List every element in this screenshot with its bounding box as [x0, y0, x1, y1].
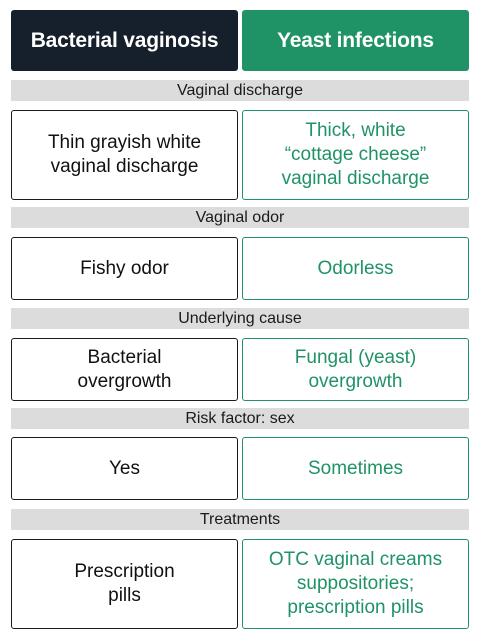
header-bacterial-vaginosis: Bacterial vaginosis: [11, 10, 238, 71]
yeast-cell-treatments: OTC vaginal creams suppositories; prescr…: [242, 539, 469, 629]
header-yeast-infections: Yeast infections: [242, 10, 469, 71]
cell-text: Odorless: [317, 257, 394, 279]
category-label: Treatments: [199, 510, 281, 528]
category-label: Vaginal discharge: [176, 81, 303, 99]
bacterial-cell-risk-sex: Yes: [11, 437, 238, 500]
bacterial-cell-cause: Bacterial overgrowth: [11, 338, 238, 401]
cell-text: Bacterial overgrowth: [77, 346, 172, 392]
bacterial-cell-discharge: Thin grayish white vaginal discharge: [11, 110, 238, 200]
cell-text: Thick, white “cottage cheese” vaginal di…: [281, 120, 430, 189]
yeast-cell-odor: Odorless: [242, 237, 469, 300]
cell-text: Fishy odor: [80, 257, 169, 279]
category-bar-cause: Underlying cause: [11, 308, 469, 329]
cell-text: OTC vaginal creams suppositories; prescr…: [268, 549, 443, 618]
cell-text: Yes: [109, 457, 140, 479]
header-right-label: Yeast infections: [277, 28, 434, 52]
category-label: Vaginal odor: [195, 208, 285, 226]
category-bar-risk-sex: Risk factor: sex: [11, 408, 469, 429]
yeast-cell-discharge: Thick, white “cottage cheese” vaginal di…: [242, 110, 469, 200]
cell-text: Prescription pills: [74, 561, 175, 606]
category-label: Underlying cause: [178, 309, 302, 327]
category-label: Risk factor: sex: [185, 409, 295, 427]
yeast-cell-risk-sex: Sometimes: [242, 437, 469, 500]
header-left-label: Bacterial vaginosis: [30, 28, 219, 52]
bacterial-cell-odor: Fishy odor: [11, 237, 238, 300]
category-bar-treatments: Treatments: [11, 509, 469, 530]
category-bar-discharge: Vaginal discharge: [11, 80, 469, 101]
cell-text: Fungal (yeast) overgrowth: [294, 346, 417, 392]
category-bar-odor: Vaginal odor: [11, 207, 469, 228]
bacterial-cell-treatments: Prescription pills: [11, 539, 238, 629]
cell-text: Thin grayish white vaginal discharge: [47, 132, 202, 177]
cell-text: Sometimes: [307, 457, 404, 479]
yeast-cell-cause: Fungal (yeast) overgrowth: [242, 338, 469, 401]
